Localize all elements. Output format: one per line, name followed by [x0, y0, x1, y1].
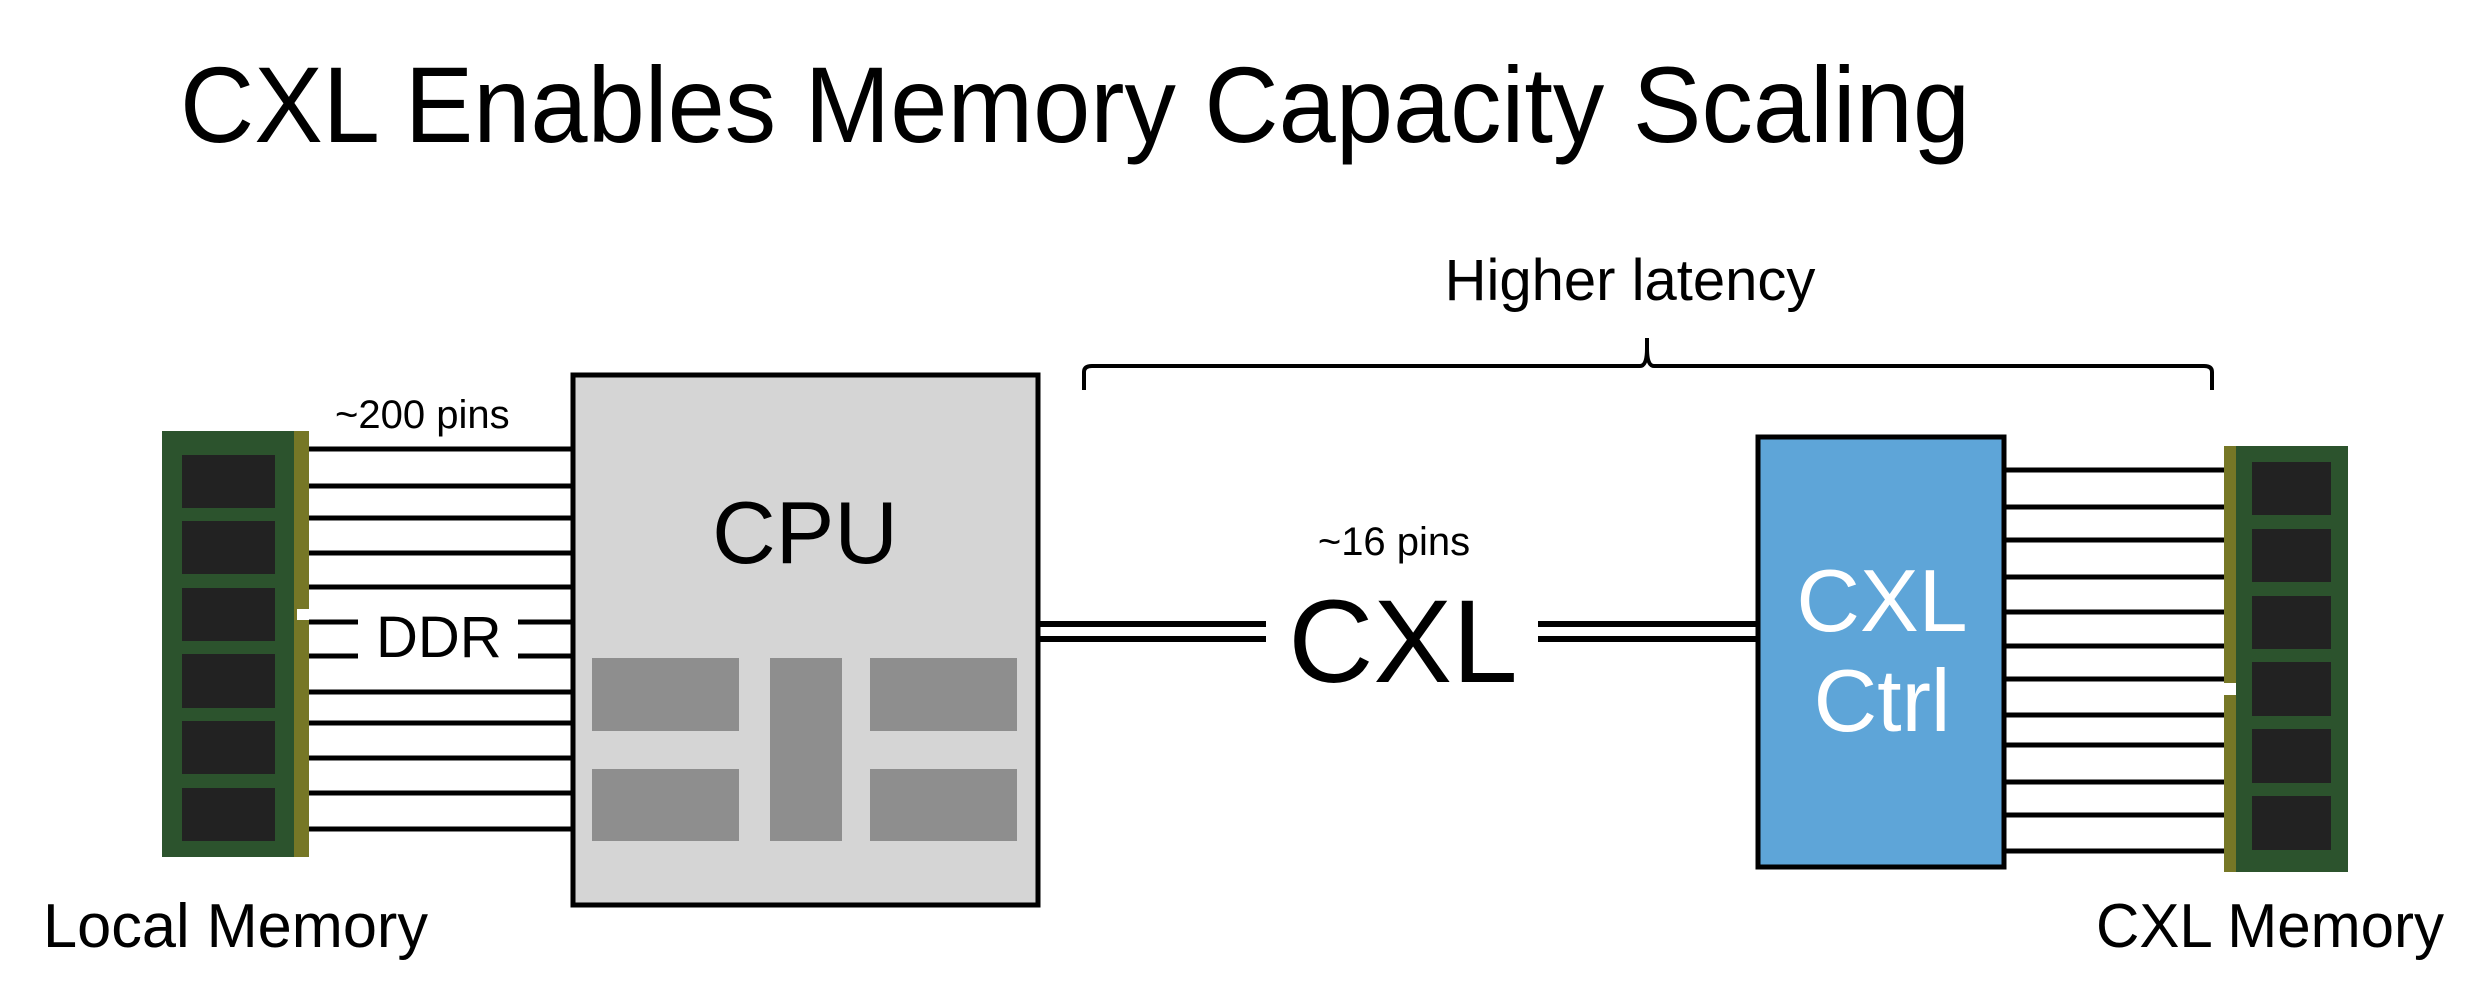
cpu-core-block: [592, 769, 739, 841]
dimm-chip: [2252, 662, 2331, 716]
local-memory-label: Local Memory: [43, 892, 428, 961]
cpu-label: CPU: [712, 483, 898, 582]
dimm-chip: [2252, 529, 2331, 582]
local-memory-dimm: [162, 431, 309, 857]
cxl-controller-label-line1: CXL: [1796, 551, 1967, 650]
cxl-link-label: CXL: [1288, 576, 1518, 708]
dimm-chip: [2252, 729, 2331, 783]
cxl-memory-dimm: [2224, 446, 2348, 872]
cpu-core-block: [592, 658, 739, 731]
dimm-notch: [2224, 683, 2236, 695]
cpu-core-block: [870, 658, 1017, 731]
dimm-contacts: [294, 431, 309, 857]
dimm-chip: [182, 721, 275, 774]
cxl-controller-label-line2: Ctrl: [1814, 651, 1951, 750]
slide-title: CXL Enables Memory Capacity Scaling: [180, 44, 1970, 165]
dimm-chip: [182, 654, 275, 708]
latency-brace: [1082, 338, 2214, 390]
dimm-chip: [2252, 462, 2331, 515]
ddr-label: DDR: [376, 605, 502, 670]
ddr-bus-wires: [309, 446, 573, 832]
cxl-controller: CXL Ctrl: [1755, 434, 2007, 870]
cpu-core-block: [770, 658, 842, 841]
dimm-chip: [182, 455, 275, 508]
cxl-pins-label: ~16 pins: [1318, 520, 1470, 564]
ddr-pins-label: ~200 pins: [335, 393, 510, 437]
latency-label: Higher latency: [1445, 248, 1816, 313]
cpu-core-block: [870, 769, 1017, 841]
dimm-notch: [297, 609, 309, 620]
cxl-controller-box: [1755, 434, 2007, 870]
cxl-link-lines: [1038, 621, 1758, 642]
dimm-chip: [2252, 796, 2331, 850]
dimm-contacts: [2224, 446, 2236, 872]
dimm-chip: [182, 521, 275, 574]
cpu-package: CPU: [570, 372, 1041, 908]
dimm-chip: [182, 788, 275, 841]
dimm-chip: [182, 588, 275, 641]
cxl-memory-wires: [2004, 467, 2225, 854]
dimm-chip: [2252, 596, 2331, 649]
cxl-memory-label: CXL Memory: [2096, 892, 2444, 961]
